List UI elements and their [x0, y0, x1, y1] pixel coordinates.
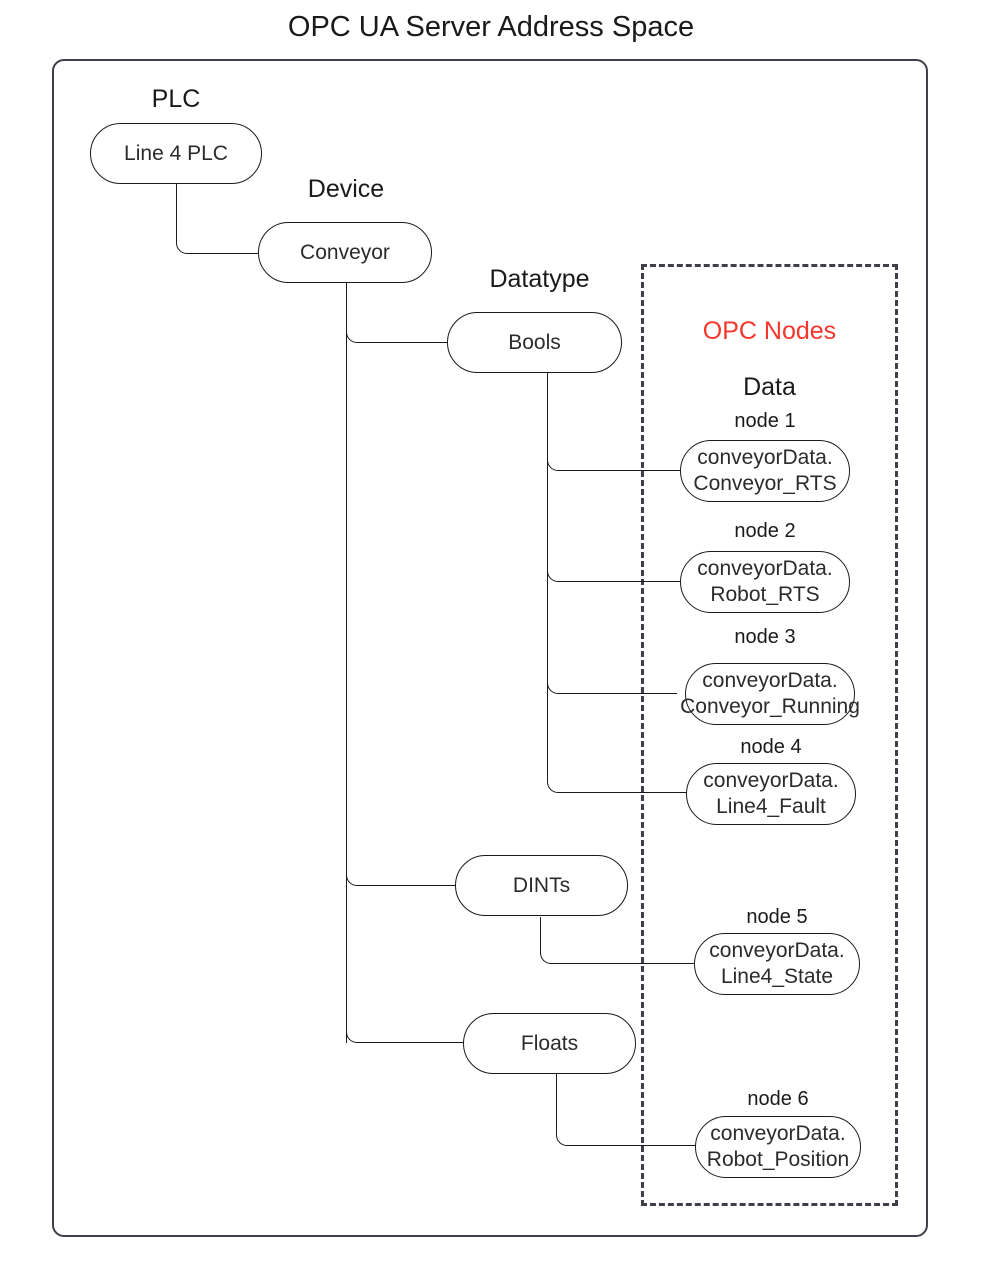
opc-node-6[interactable]: conveyorData. Robot_Position [695, 1116, 861, 1178]
opc-node-2[interactable]: conveyorData. Robot_RTS [680, 551, 850, 613]
opc-node-6-line1: conveyorData. [710, 1122, 846, 1145]
node-conveyor-label: Conveyor [300, 241, 390, 264]
node-floats[interactable]: Floats [463, 1013, 636, 1074]
opc-node-1-line1: conveyorData. [697, 446, 833, 469]
connector-bools-to-node4 [547, 372, 687, 793]
caption-plc: PLC [151, 85, 201, 113]
node-3-caption: node 3 [734, 626, 796, 648]
caption-device: Device [307, 175, 385, 203]
connector-plc-to-conveyor [176, 184, 259, 254]
opc-node-4[interactable]: conveyorData. Line4_Fault [686, 763, 856, 825]
node-4-caption: node 4 [740, 736, 802, 758]
connector-dints-to-node5 [540, 917, 695, 964]
caption-opc-nodes: OPC Nodes [702, 317, 837, 345]
node-5-caption: node 5 [746, 906, 808, 928]
node-dints[interactable]: DINTs [455, 855, 628, 916]
node-bools-label: Bools [508, 331, 561, 354]
address-space-container [52, 59, 928, 1237]
opc-node-2-line2: Robot_RTS [710, 583, 820, 606]
opc-node-6-line2: Robot_Position [706, 1148, 850, 1171]
page-title: OPC UA Server Address Space [287, 11, 695, 43]
connector-floats-to-node6 [556, 1073, 696, 1146]
node-1-caption: node 1 [734, 410, 796, 432]
opc-nodes-region [641, 264, 898, 1206]
node-6-caption: node 6 [747, 1088, 809, 1110]
node-floats-label: Floats [520, 1032, 579, 1055]
node-bools[interactable]: Bools [447, 312, 622, 373]
opc-node-5-line1: conveyorData. [709, 939, 845, 962]
node-2-caption: node 2 [734, 520, 796, 542]
opc-node-5-line2: Line4_State [720, 965, 834, 988]
opc-node-1[interactable]: conveyorData. Conveyor_RTS [680, 440, 850, 502]
opc-node-5[interactable]: conveyorData. Line4_State [694, 933, 860, 995]
opc-node-3-line1: conveyorData. [702, 669, 838, 692]
caption-datatype: Datatype [489, 265, 590, 293]
connector-conveyor-to-floats [346, 283, 464, 1043]
opc-node-2-line1: conveyorData. [697, 557, 833, 580]
node-line4-plc[interactable]: Line 4 PLC [90, 123, 262, 184]
node-line4-plc-label: Line 4 PLC [124, 142, 228, 165]
opc-node-4-line2: Line4_Fault [716, 795, 826, 818]
node-dints-label: DINTs [512, 874, 571, 897]
caption-data: Data [743, 373, 796, 401]
node-conveyor[interactable]: Conveyor [258, 222, 432, 283]
opc-node-4-line1: conveyorData. [703, 769, 839, 792]
opc-node-3-line2: Conveyor_Running [680, 695, 860, 718]
opc-node-1-line2: Conveyor_RTS [693, 472, 837, 495]
opc-node-3[interactable]: conveyorData. Conveyor_Running [680, 663, 860, 725]
